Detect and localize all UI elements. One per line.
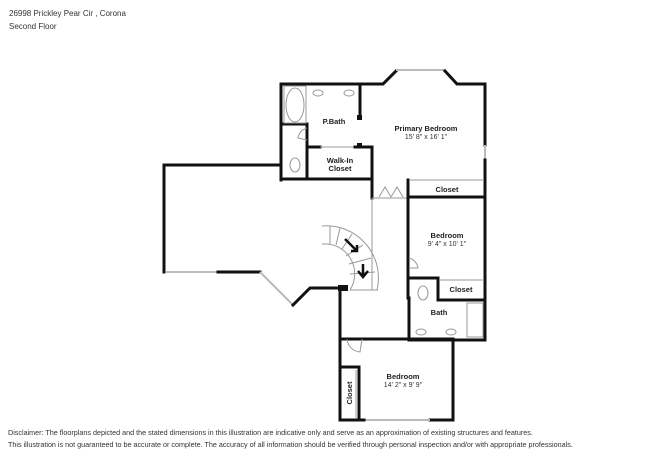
- toilet-icon: [289, 157, 301, 173]
- bathtub-icon: [285, 87, 305, 123]
- room-label-closet: Closet: [450, 285, 473, 294]
- room-label-closet: Closet: [436, 185, 459, 194]
- arrow-down-icon: [357, 264, 369, 279]
- fixtures: [283, 85, 484, 353]
- arrow-down-icon: [344, 238, 359, 253]
- room-dims-bedroom: 9' 4" x 10' 1": [428, 241, 467, 248]
- staircase: [321, 225, 379, 291]
- walls: [162, 68, 487, 422]
- disclaimer-line-2: This illustration is not guaranteed to b…: [8, 440, 573, 449]
- room-label-bedroom: Bedroom: [387, 372, 420, 381]
- sink-icon: [343, 89, 355, 97]
- sink-icon: [415, 328, 427, 336]
- room-label-pbath: P.Bath: [323, 117, 346, 126]
- room-label-bath: Bath: [431, 308, 448, 317]
- door-swing: [408, 257, 419, 269]
- room-dims-primary-bedroom: 15' 8" x 16' 1": [405, 134, 448, 141]
- door-swing: [297, 127, 308, 141]
- sink-icon: [312, 89, 324, 97]
- room-label-closet: Closet: [345, 381, 354, 404]
- disclaimer-line-1: Disclaimer: The floorplans depicted and …: [8, 428, 533, 437]
- room-label-bedroom: Bedroom: [431, 231, 464, 240]
- room-label-walkin-closet: Closet: [329, 164, 352, 173]
- room-label-walkin: Walk-In: [327, 156, 354, 165]
- toilet-icon: [417, 285, 429, 301]
- door-swing: [346, 338, 363, 353]
- address: 26998 Prickley Pear Cir , Corona: [9, 9, 126, 18]
- bathtub-icon: [466, 302, 484, 338]
- floor-label: Second Floor: [9, 22, 57, 31]
- door-swing: [378, 186, 404, 198]
- room-label-primary-bedroom: Primary Bedroom: [395, 124, 458, 133]
- sink-icon: [445, 328, 457, 336]
- room-dims-bedroom: 14' 2" x 9' 9": [384, 382, 423, 389]
